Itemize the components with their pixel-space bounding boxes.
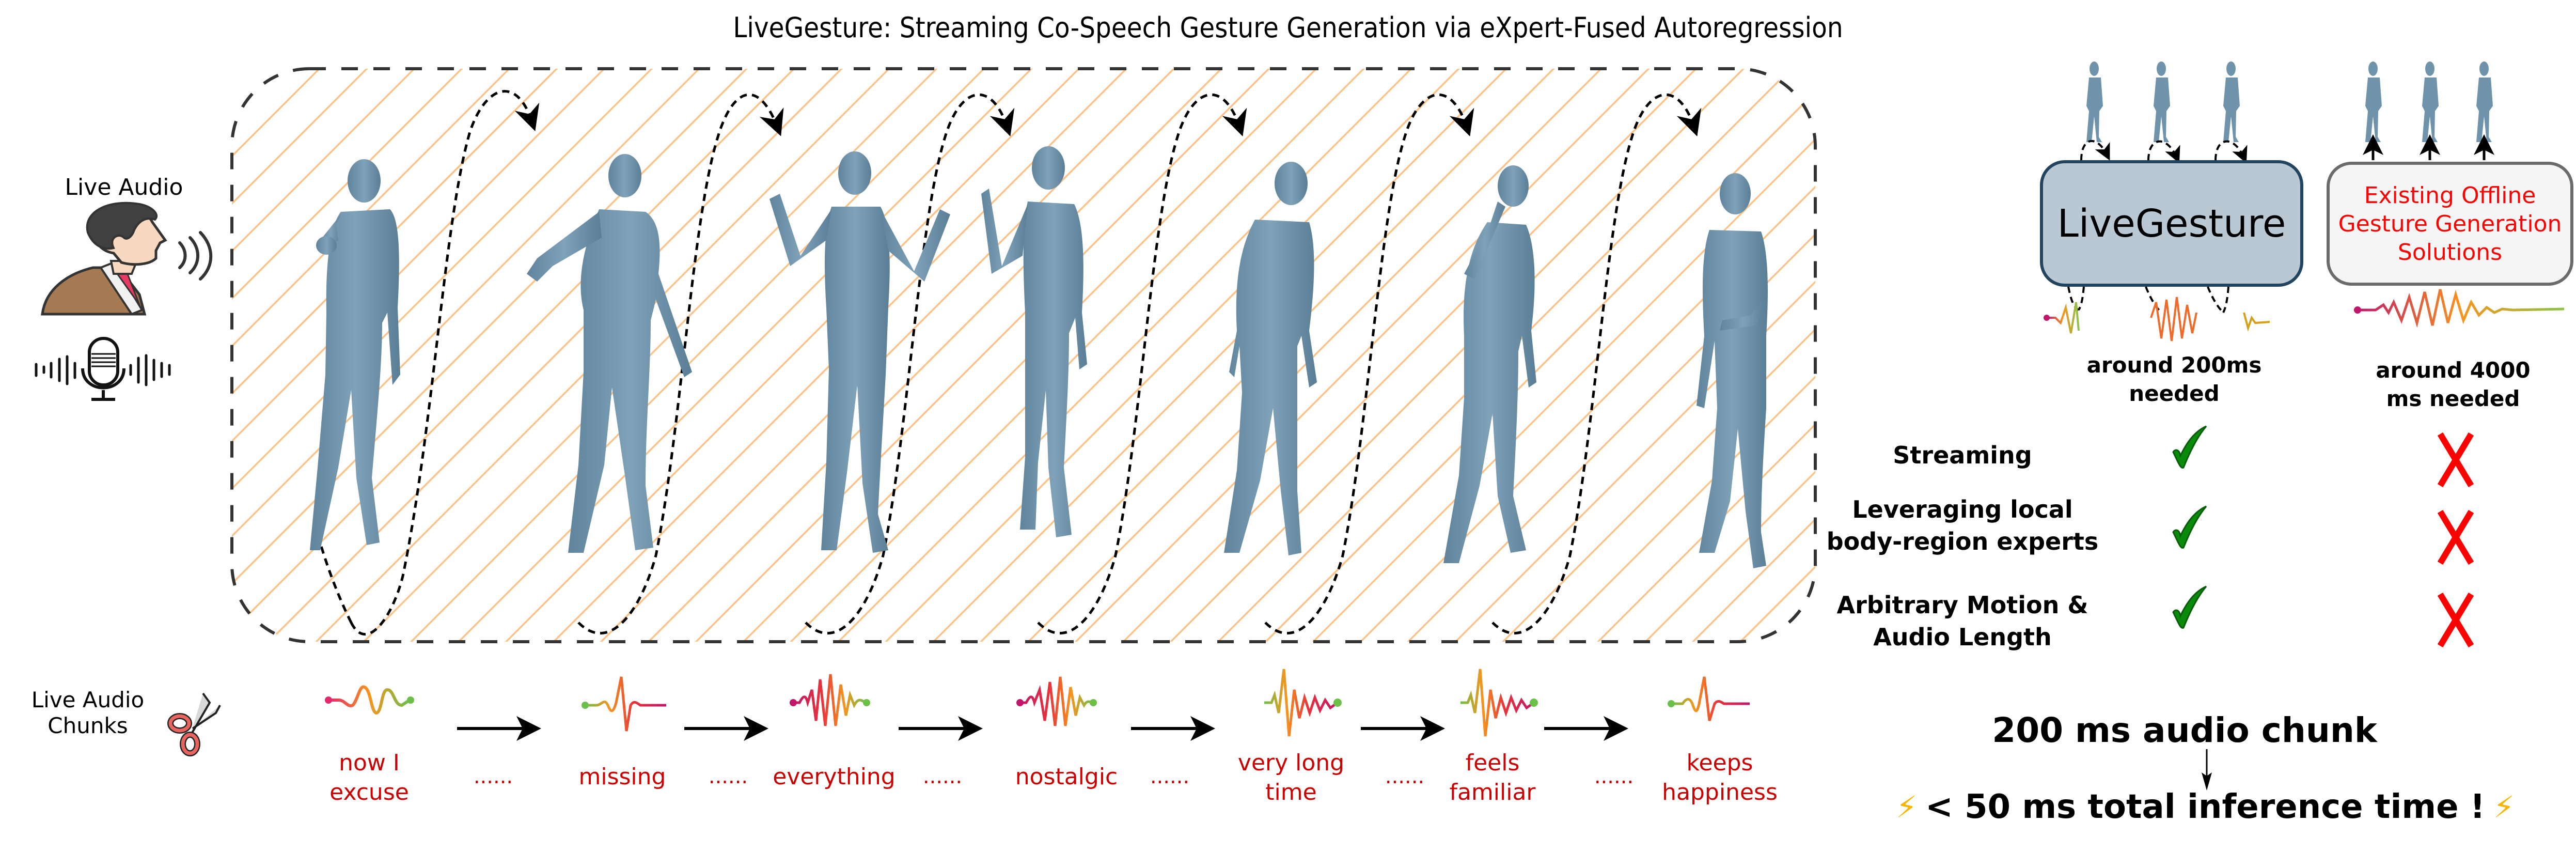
gesture-frames: [310, 146, 1768, 568]
waveform-icon: [1668, 676, 1750, 721]
waveform-icon: [1264, 669, 1342, 737]
waveform-icon: [325, 685, 414, 715]
chunks-label-line1: Live Audio: [31, 687, 145, 712]
gesture-frame-3: [769, 151, 950, 553]
cross-icon: [2437, 592, 2474, 648]
chunk-word-3: everything: [773, 764, 896, 790]
ellipsis: ......: [1150, 765, 1190, 788]
scissors-icon: [167, 692, 221, 756]
cross-icon: [2437, 432, 2474, 488]
chunk-word-4: nostalgic: [1015, 764, 1118, 790]
lightning-icon: ⚡: [2493, 789, 2515, 825]
gesture-frame-4: [981, 146, 1087, 537]
figure-title: LiveGesture: Streaming Co-Speech Gesture…: [733, 11, 1843, 44]
gesture-frame-2: [527, 154, 692, 553]
cross-icon: [2437, 509, 2474, 565]
ellipsis: ......: [1594, 765, 1634, 788]
ellipsis: ......: [708, 765, 748, 788]
livegesture-box: LiveGesture: [2040, 160, 2303, 287]
microphone-waveform-icon: [35, 337, 171, 401]
live-audio-chunks-label: Live Audio Chunks: [21, 687, 155, 739]
check-icon: [2172, 585, 2207, 629]
ellipsis: ......: [1385, 765, 1425, 788]
down-arrow-icon: [2202, 749, 2212, 791]
gesture-frame-6: [1443, 165, 1536, 563]
chunk-word-2: missing: [578, 764, 666, 790]
live-audio-label: Live Audio: [65, 174, 183, 200]
feature-streaming: Streaming: [1893, 441, 2032, 469]
gesture-frame-5: [1224, 162, 1317, 555]
gesture-frame-1: [310, 159, 400, 550]
check-icon: [2172, 425, 2207, 469]
speaking-person-icon: [41, 202, 213, 316]
waveform-icon: [1460, 669, 1538, 737]
ellipsis: ......: [473, 765, 513, 788]
livegesture-latency-note: around 200ms needed: [2086, 352, 2262, 406]
gesture-sequence-panel: [230, 67, 1817, 643]
waveform-icon: [1016, 676, 1097, 726]
waveform-icon: [582, 676, 666, 732]
long-waveform-icon: [2354, 289, 2565, 328]
offline-solutions-box: Existing Offline Gesture Generation Solu…: [2327, 162, 2573, 286]
feature-arbitrary-length: Arbitrary Motion & Audio Length: [1836, 591, 2088, 652]
waveform-icon: [790, 674, 870, 726]
chunked-waveform-icon: [2044, 286, 2270, 342]
check-icon: [2172, 505, 2207, 549]
offline-latency-note: around 4000 ms needed: [2376, 358, 2531, 411]
ellipsis: ......: [922, 765, 963, 788]
output-figures: [2080, 61, 2494, 163]
gesture-frame-7: [1697, 173, 1768, 568]
inference-time-row: ⚡ < 50 ms total inference time ! ⚡: [1870, 788, 2541, 826]
lightning-icon: ⚡: [1896, 789, 1918, 825]
chunk-size-label: 200 ms audio chunk: [1992, 710, 2377, 750]
inference-time-label: < 50 ms total inference time !: [1925, 788, 2485, 826]
feature-local-experts: Leveraging local body-region experts: [1826, 495, 2099, 556]
chunks-label-line2: Chunks: [48, 713, 128, 739]
chunk-arrows: [457, 716, 1628, 741]
